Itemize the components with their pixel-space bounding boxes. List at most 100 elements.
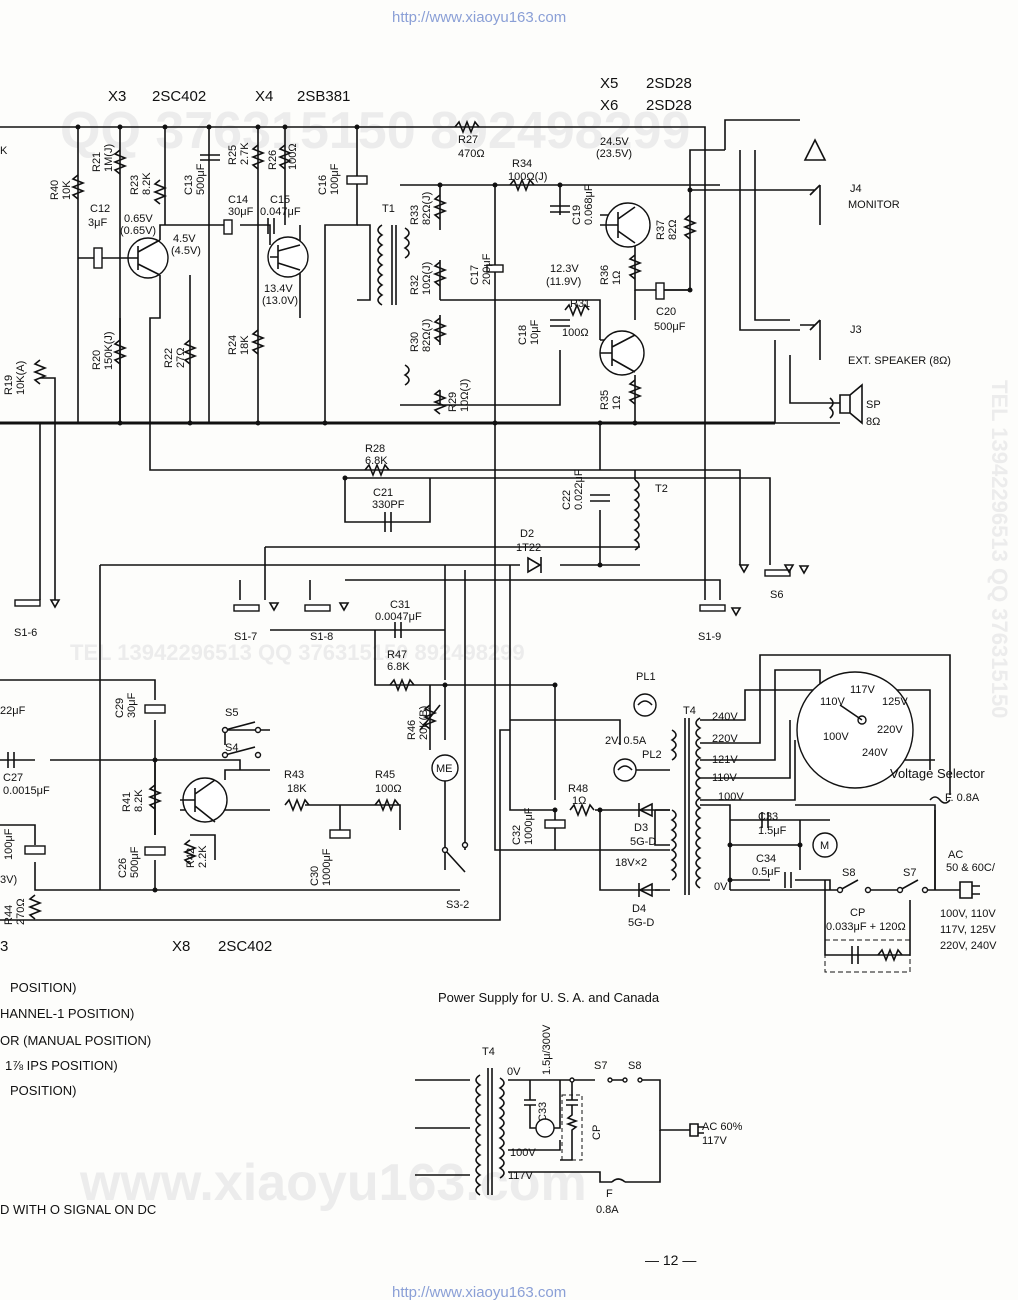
value-r44: 270Ω <box>15 898 27 925</box>
label-s6: S6 <box>770 589 783 601</box>
x8-type: 2SC402 <box>218 938 272 955</box>
label-s8: S8 <box>842 867 855 879</box>
value-c20: 500μF <box>654 321 686 333</box>
capacitor-c13 <box>200 154 220 161</box>
value-sp: 8Ω <box>866 416 880 428</box>
label-c14: C14 <box>228 194 248 206</box>
resistor-r42 <box>182 839 198 865</box>
label-s1-6: S1-6 <box>14 627 37 639</box>
watermark-tel-mid: TEL 13942296513 QQ 376315150 892498299 <box>70 640 525 665</box>
x6-type: 2SD28 <box>646 97 692 114</box>
label-c21: C21 <box>373 487 393 499</box>
url-top[interactable]: http://www.xiaoyu163.com <box>392 9 566 26</box>
label-fuse: F. 0.8A <box>945 792 980 804</box>
text-j3: EXT. SPEAKER (8Ω) <box>848 355 951 367</box>
capacitor-c34 <box>784 872 792 888</box>
label-s3-2: S3-2 <box>446 899 469 911</box>
label-c13: C13 <box>183 175 195 195</box>
tap-110: 110V <box>712 772 738 784</box>
value-r23: 8.2K <box>141 172 153 195</box>
text-j4: MONITOR <box>848 199 900 211</box>
voltage-x3c-2: (4.5V) <box>171 245 201 257</box>
label-ac: AC <box>948 849 963 861</box>
selector-220: 220V <box>877 724 903 736</box>
value-r24: 18K <box>239 335 251 355</box>
capacitor-c15 <box>267 218 275 234</box>
resistor-r28 <box>364 462 390 478</box>
value-c27: 0.0015μF <box>3 785 50 797</box>
switch-s1-6[interactable] <box>14 599 41 607</box>
x3-label: X3 <box>108 88 126 105</box>
label-left-3: 3 <box>0 938 8 955</box>
value-r20: 150K(J) <box>103 331 115 370</box>
value-r46: 20K(B) <box>418 706 430 740</box>
value-c34: 0.5μF <box>752 866 781 878</box>
value-r42: 2.2K <box>197 845 209 868</box>
label-r23: R23 <box>129 175 141 195</box>
x4-type: 2SB381 <box>297 88 350 105</box>
switch-s4[interactable] <box>221 746 262 759</box>
x6-label: X6 <box>600 97 618 114</box>
switch-s6[interactable] <box>764 569 791 577</box>
switch-s1-8[interactable] <box>304 604 331 612</box>
inset-t4: T4 <box>482 1046 495 1058</box>
url-bottom[interactable]: http://www.xiaoyu163.com <box>392 1284 566 1301</box>
selector-110: 110V <box>820 696 846 708</box>
label-s4: S4 <box>225 742 238 754</box>
watermark-bottom: www.xiaoyu163.com <box>79 1154 587 1212</box>
value-r25: 2.7K <box>239 142 251 165</box>
value-r45: 100Ω <box>375 783 402 795</box>
inset-s7: S7 <box>594 1060 607 1072</box>
label-c16: C16 <box>317 175 329 195</box>
value-r19: 10K(A) <box>15 361 27 395</box>
switch-s1-7[interactable] <box>233 604 260 612</box>
voltage-x4: 13.4V <box>264 283 293 295</box>
value-r21: 1M(J) <box>103 144 115 172</box>
resistor-r20 <box>112 339 128 365</box>
inset-0v: 0V <box>507 1066 521 1078</box>
switch-s8[interactable] <box>836 879 872 894</box>
inset-cp: CP <box>591 1125 603 1140</box>
tap-121: 121V <box>712 754 738 766</box>
cp-box <box>824 939 911 973</box>
label-r44: R44 <box>3 905 15 925</box>
fuse-f <box>929 796 951 804</box>
value-c26: 500μF <box>129 846 141 878</box>
diode-d3 <box>638 802 653 818</box>
capacitor-c30 <box>329 829 351 839</box>
switch-s5[interactable] <box>221 721 262 734</box>
label-c22: C22 <box>561 490 573 510</box>
capacitor-c33 <box>761 812 769 828</box>
value-c29: 30μF <box>126 692 138 718</box>
switch-s7[interactable] <box>896 879 929 894</box>
switch-s1-9[interactable] <box>699 604 726 612</box>
value-r35: 1Ω <box>611 396 623 410</box>
value-r31: 100Ω <box>562 327 589 339</box>
label-18v: 18V×2 <box>615 857 647 869</box>
label-r22: R22 <box>163 348 175 368</box>
value-c17: 200μF <box>481 253 493 285</box>
plug-ac <box>959 881 980 899</box>
inset-ac: AC 60% <box>702 1121 743 1133</box>
resistor-r32 <box>432 261 448 287</box>
value-r37: 82Ω <box>667 220 679 240</box>
label-s7: S7 <box>903 867 916 879</box>
value-d4: 5G-D <box>628 917 654 929</box>
label-r34: R34 <box>512 158 532 170</box>
label-r24: R24 <box>227 335 239 355</box>
notes: POSITION) HANNEL-1 POSITION) OR (MANUAL … <box>0 980 156 1217</box>
label-cp: CP <box>850 907 865 919</box>
label-t4: T4 <box>683 705 696 717</box>
inset-s8: S8 <box>628 1060 641 1072</box>
label-c19: C19 <box>571 205 583 225</box>
transistor-headings: X3 2SC402 X4 2SB381 X5 2SD28 X6 2SD28 X8… <box>108 75 692 955</box>
resistor-r34 <box>509 177 535 193</box>
label-r36: R36 <box>599 265 611 285</box>
value-r33: 82Ω(J) <box>421 192 433 225</box>
mains-3: 220V, 240V <box>940 940 997 952</box>
switch-s3-2[interactable] <box>441 841 469 873</box>
label-r47: R47 <box>387 649 407 661</box>
label-r21: R21 <box>91 152 103 172</box>
voltage-selector[interactable] <box>796 671 914 789</box>
